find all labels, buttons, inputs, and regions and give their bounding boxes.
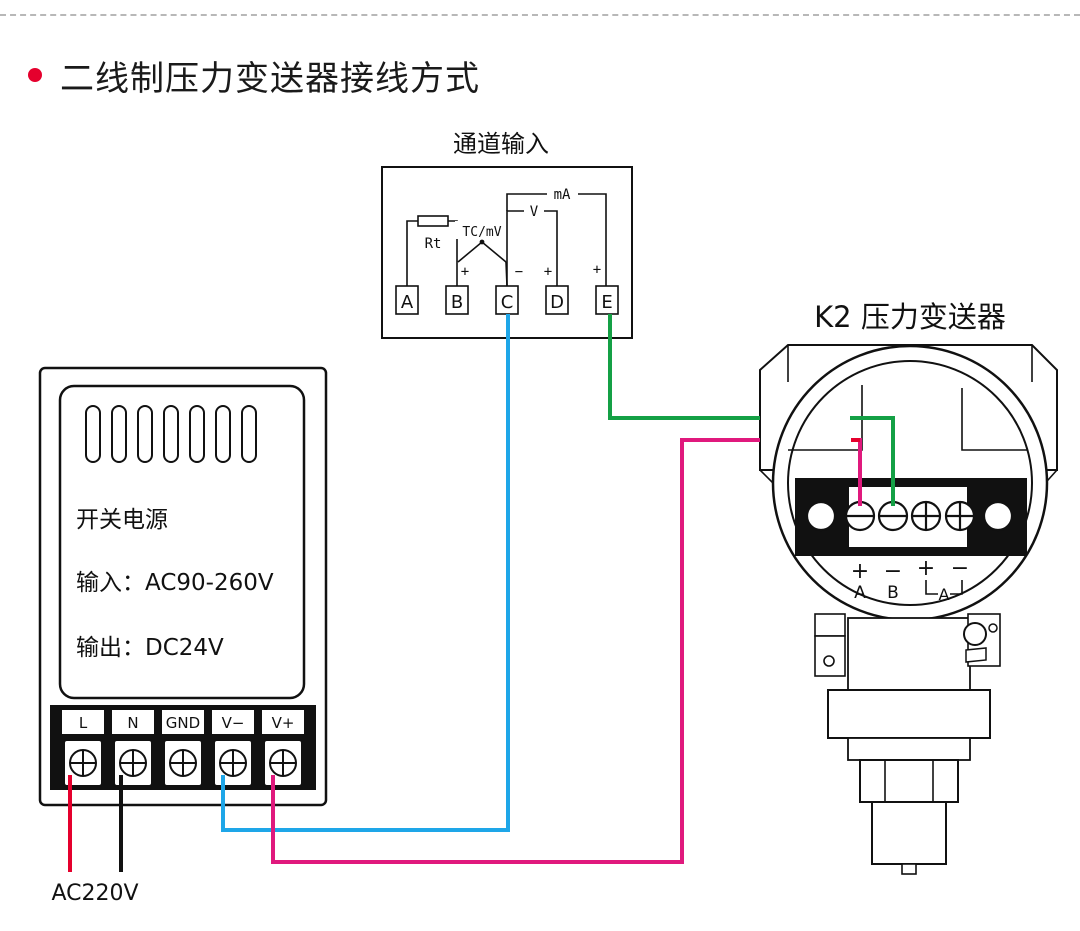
transmitter-terminal-labels: + − + − A B A — [851, 556, 969, 604]
svg-text:B: B — [451, 292, 463, 313]
channel-input-box: 通道输入 Rt TC/mV + − V + mA + A — [381, 130, 633, 339]
loop-label: A — [939, 585, 950, 604]
terminal-d — [545, 285, 569, 315]
switching-power-supply: 开关电源 输入：AC90-260V 输出：DC24V L N GND V− V+ — [38, 366, 328, 807]
hex-nut-icon — [859, 759, 959, 803]
svg-text:E: E — [601, 292, 612, 313]
pressure-transmitter: K2 压力变送器 + − + − A B — [759, 300, 1058, 875]
psu-input-spec: 输入：AC90-260V — [76, 570, 274, 596]
svg-text:V−: V− — [222, 714, 245, 732]
ac-label: AC220V — [51, 881, 138, 906]
svg-text:+: + — [851, 559, 869, 584]
rt-label: Rt — [425, 236, 442, 252]
channel-terminals: A B C D E — [395, 285, 619, 315]
transmitter-neck — [827, 689, 991, 739]
terminal-b — [445, 285, 469, 315]
svg-text:−: − — [884, 559, 902, 584]
svg-text:−: − — [515, 264, 523, 280]
terminal-e — [595, 285, 619, 315]
wires — [68, 314, 895, 872]
v-label: V — [530, 204, 539, 220]
svg-text:L: L — [79, 714, 88, 732]
svg-text:V+: V+ — [272, 714, 295, 732]
terminal-a — [395, 285, 419, 315]
tc-mv-label: TC/mV — [462, 225, 501, 240]
svg-text:C: C — [501, 292, 514, 313]
section-heading: 二线制压力变送器接线方式 — [28, 50, 480, 100]
svg-text:GND: GND — [166, 714, 200, 732]
vent-slots-icon — [85, 405, 257, 463]
svg-text:D: D — [550, 292, 564, 313]
svg-text:+: + — [593, 262, 601, 278]
psu-name: 开关电源 — [76, 507, 168, 533]
transmitter-title: K2 压力变送器 — [814, 300, 1006, 334]
transmitter-screws-icon — [805, 500, 1014, 532]
psu-terminal-labels: L N GND V− V+ — [62, 710, 304, 734]
pressure-port — [871, 801, 947, 865]
svg-text:+: + — [917, 556, 935, 581]
bullet-dot-icon — [28, 68, 42, 82]
svg-text:N: N — [127, 714, 138, 732]
psu-screw-terminals-icon — [63, 739, 303, 787]
top-dashed-divider — [0, 14, 1080, 16]
svg-text:+: + — [544, 264, 552, 280]
svg-text:−: − — [951, 556, 969, 581]
wire-magenta — [271, 438, 760, 864]
psu-output-spec: 输出：DC24V — [76, 635, 224, 661]
heading-text: 二线制压力变送器接线方式 — [60, 58, 480, 99]
wire-green — [608, 314, 760, 420]
svg-text:+: + — [461, 264, 469, 280]
resistor-icon — [417, 215, 449, 227]
svg-text:A: A — [401, 292, 414, 313]
wire-green-internal — [850, 416, 895, 506]
wire-blue — [221, 314, 510, 832]
psu-panel — [58, 384, 306, 700]
ma-label: mA — [554, 187, 571, 203]
svg-text:A: A — [854, 583, 866, 603]
svg-text:B: B — [887, 583, 899, 603]
channel-title: 通道输入 — [453, 130, 549, 158]
